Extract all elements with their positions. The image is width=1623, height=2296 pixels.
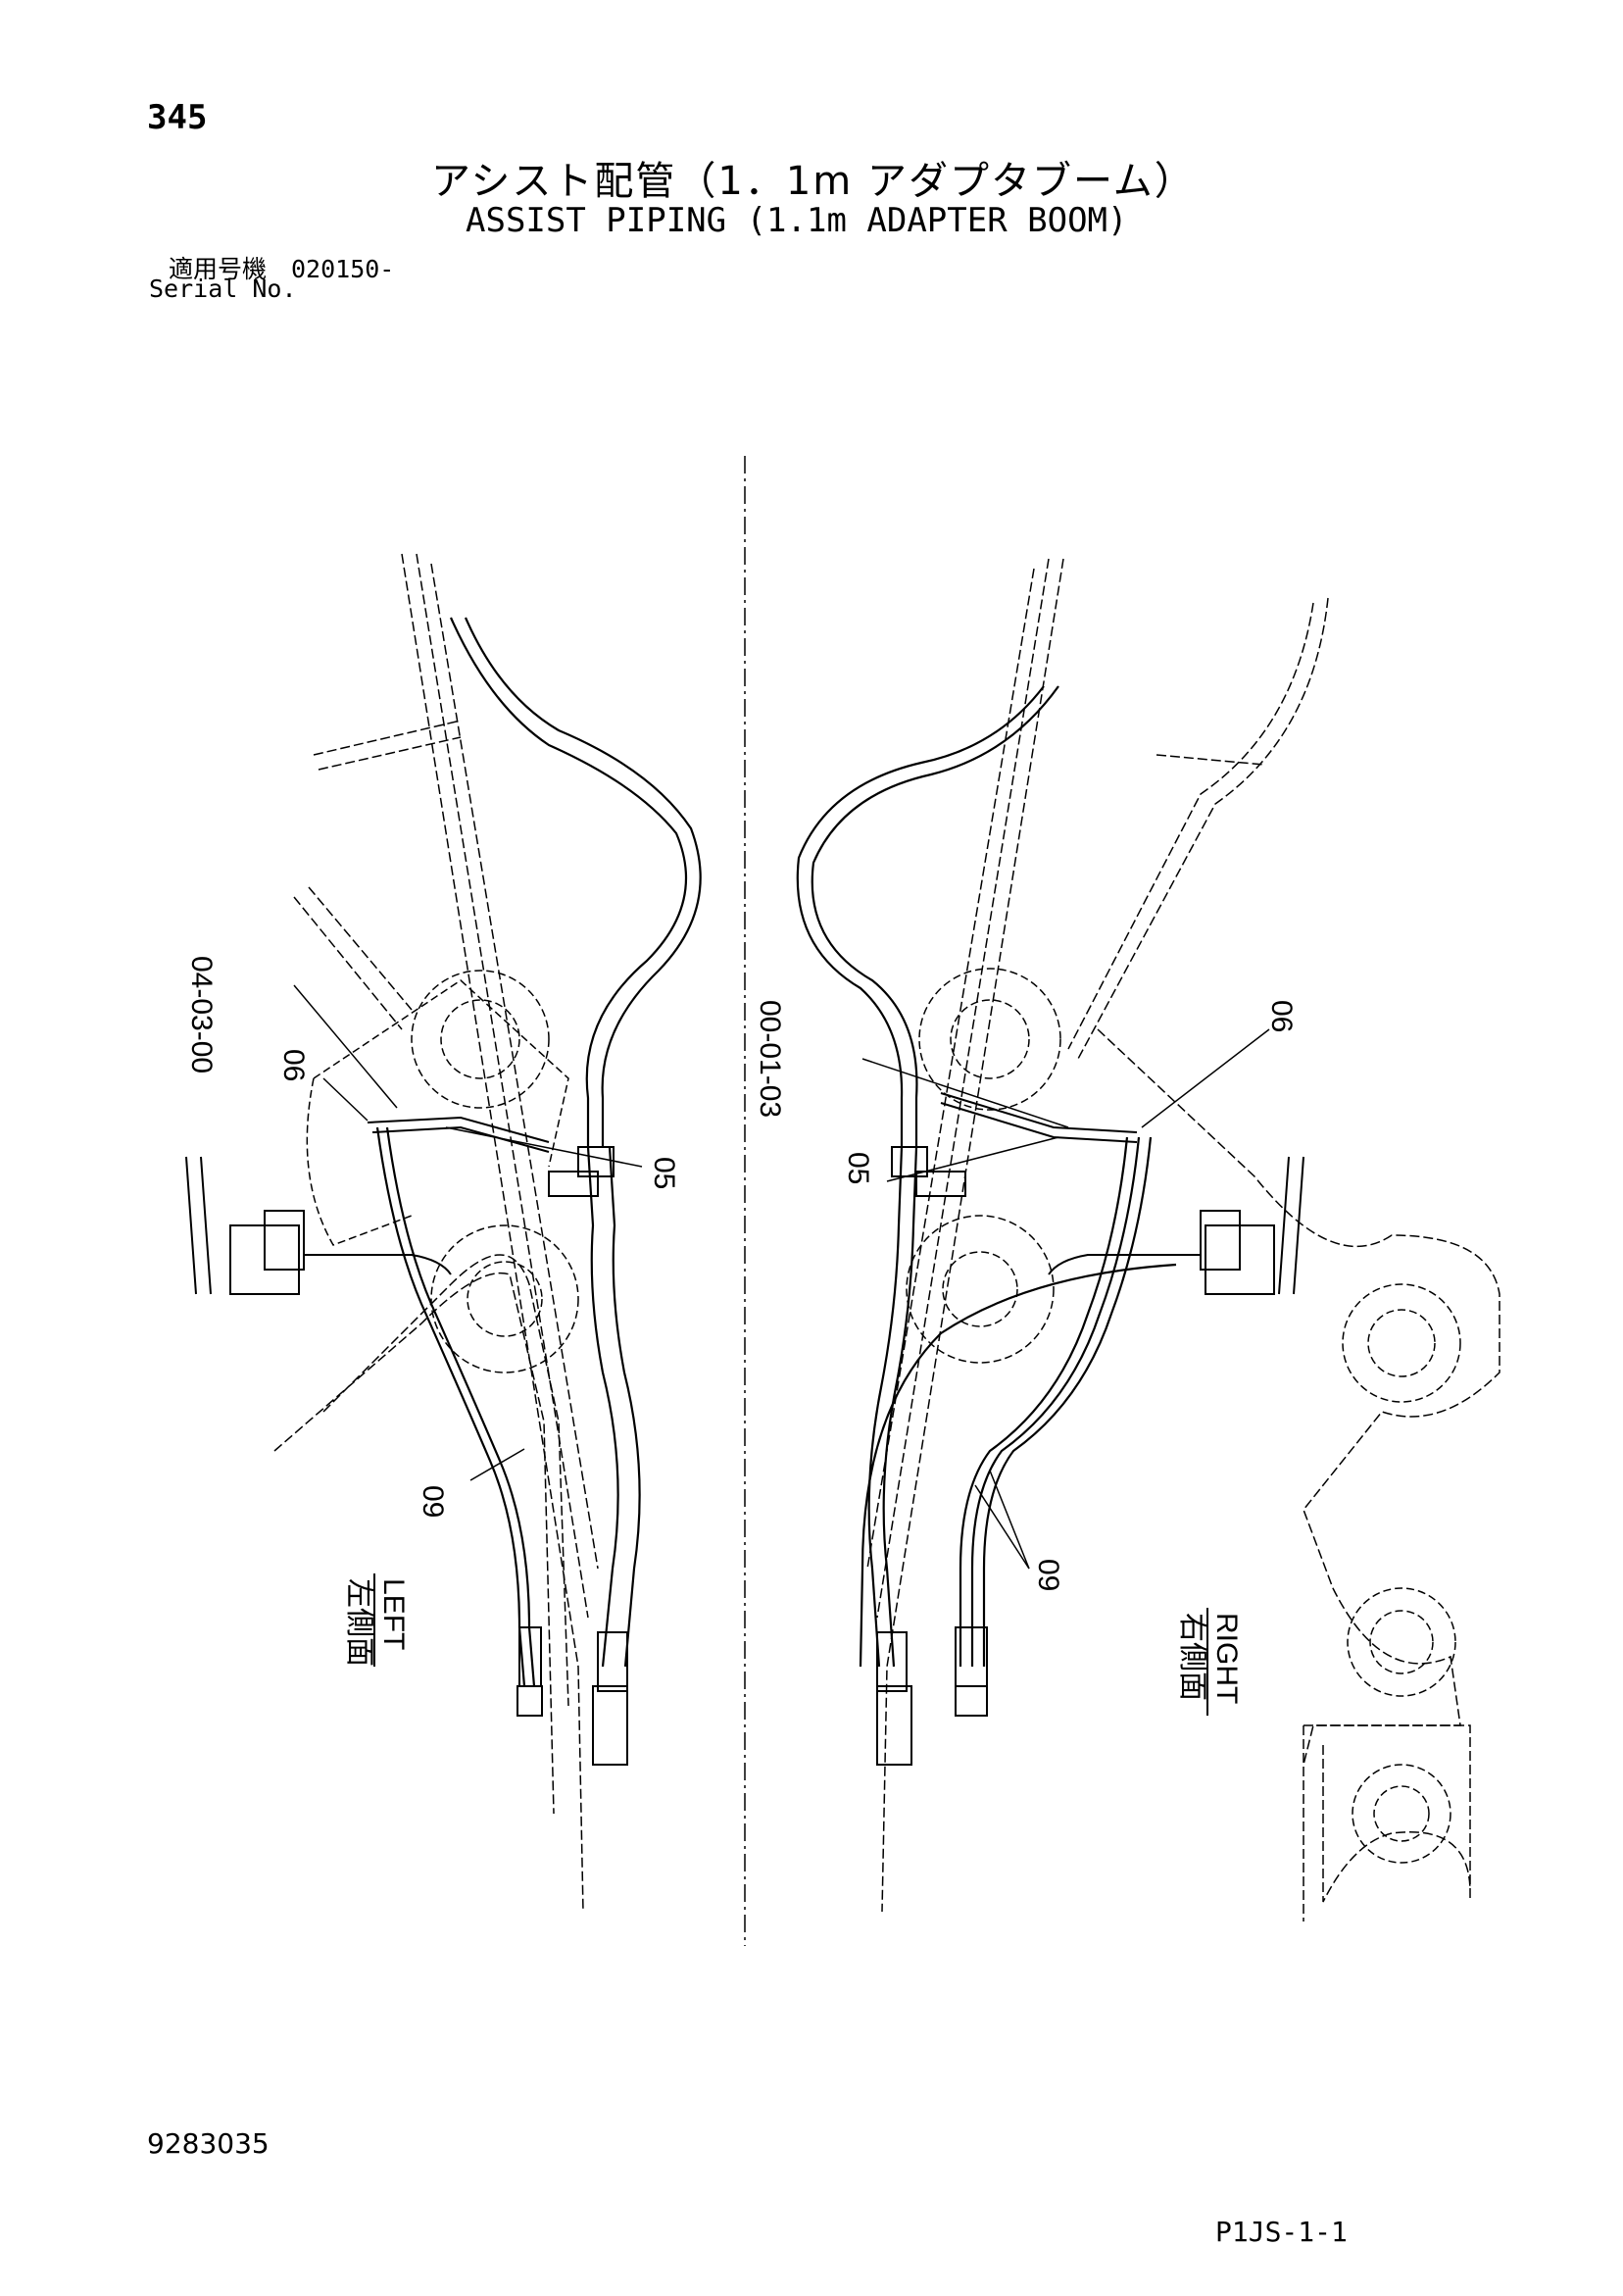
- left-hose-loop-inner: [464, 617, 702, 1147]
- callout-left-06: 06: [277, 1049, 310, 1081]
- left-pin-boss-lower: [430, 1224, 579, 1373]
- left-main-hose: [586, 1146, 619, 1668]
- left-bracket-outline: [306, 979, 569, 1246]
- right-fitting-6: [955, 1685, 988, 1717]
- right-leader-05: [886, 1136, 1059, 1182]
- left-leader-09: [469, 1448, 525, 1481]
- right-pin-boss-lower: [906, 1215, 1055, 1364]
- left-fitting-3: [597, 1631, 628, 1692]
- title-japanese: アシスト配管（1．1m アダプタブーム）: [431, 159, 1196, 204]
- right-view: 00-01-03 06 05 09 右側面 RIGHT: [754, 558, 1500, 1922]
- right-pin-boss-base: [1352, 1764, 1451, 1864]
- right-side-label-jp: 右側面: [1176, 1613, 1208, 1701]
- right-pin-boss-bottom: [1347, 1587, 1456, 1697]
- right-main-hose-2: [867, 1146, 904, 1668]
- page-code: P1JS-1-1: [1215, 2216, 1348, 2248]
- right-pin-plate: [1367, 1309, 1436, 1377]
- left-boom-outline: [401, 553, 599, 1913]
- left-boom-arm: [293, 720, 462, 1030]
- right-fitting-2: [915, 1171, 966, 1197]
- right-pin-bottom: [1369, 1610, 1434, 1674]
- right-leader-06: [1141, 1028, 1270, 1128]
- right-side-label-en: RIGHT: [1210, 1613, 1243, 1704]
- left-boom-brace: [273, 1254, 569, 1815]
- left-main-hose-2: [608, 1146, 641, 1668]
- left-hose-09: [375, 1126, 526, 1687]
- callout-left-05: 05: [648, 1157, 680, 1189]
- left-leader-040300: [293, 984, 398, 1109]
- right-boom-arm: [1067, 597, 1329, 1060]
- callout-right-05: 05: [842, 1152, 874, 1184]
- right-boom-outline: [866, 558, 1064, 1913]
- left-fitting-2: [548, 1171, 599, 1197]
- left-leader-05: [445, 1126, 643, 1168]
- right-leader-09-a: [974, 1484, 1030, 1570]
- right-valve-pipes: [1048, 1156, 1304, 1295]
- serial-label-japanese: 適用号機 020150-: [169, 255, 395, 283]
- right-pin-boss-upper: [918, 968, 1061, 1111]
- left-pin-lower: [467, 1261, 543, 1337]
- serial-label-english: Serial No.: [149, 275, 297, 303]
- right-leader-09-b: [989, 1470, 1030, 1570]
- right-hose-loop-inner: [796, 685, 1045, 1147]
- right-pin-base: [1373, 1785, 1430, 1842]
- left-side-label-en: LEFT: [377, 1578, 410, 1650]
- left-side-label-jp: 左側面: [343, 1578, 375, 1667]
- left-pin-boss-upper: [411, 970, 550, 1109]
- callout-right-06: 06: [1265, 1000, 1298, 1032]
- left-view: 04-03-00 06 05 09 左側面 LEFT: [185, 553, 702, 1913]
- right-pin-upper: [950, 999, 1030, 1079]
- right-bracket: [1097, 1028, 1500, 1766]
- right-lower-frame: [1303, 1724, 1471, 1922]
- left-leader-06: [322, 1077, 369, 1122]
- right-fitting-3: [876, 1631, 908, 1692]
- callout-right-09: 09: [1032, 1559, 1064, 1591]
- document-number: 9283035: [147, 2127, 270, 2160]
- callout-left-09: 09: [417, 1485, 449, 1518]
- left-fitting-6: [516, 1685, 543, 1717]
- left-fitting-1: [577, 1146, 615, 1177]
- left-hose-loop: [449, 617, 688, 1147]
- left-valve-body: [264, 1210, 305, 1271]
- left-valve-pipes: [185, 1156, 452, 1295]
- right-valve-body: [1200, 1210, 1241, 1271]
- left-connection: [367, 1116, 550, 1153]
- right-pin-boss-plate: [1342, 1283, 1461, 1403]
- callout-left-040300: 04-03-00: [185, 956, 218, 1073]
- right-pin-lower: [942, 1251, 1018, 1327]
- page-number: 345: [147, 98, 208, 137]
- left-hose-09-b: [385, 1126, 536, 1687]
- right-fitting-1: [891, 1146, 928, 1177]
- left-fitting-4: [592, 1685, 628, 1766]
- right-connection: [940, 1092, 1138, 1143]
- left-pin-upper: [440, 999, 520, 1079]
- right-hose-loop: [811, 685, 1059, 1147]
- title-english: ASSIST PIPING (1.1m ADAPTER BOOM): [466, 201, 1128, 240]
- right-hose-09: [959, 1136, 1153, 1667]
- right-fitting-4: [876, 1685, 912, 1766]
- right-lower-hose: [859, 1263, 1177, 1668]
- right-leader-000103: [861, 1058, 1069, 1128]
- right-main-hose: [882, 1146, 918, 1668]
- callout-right-000103: 00-01-03: [754, 1000, 786, 1118]
